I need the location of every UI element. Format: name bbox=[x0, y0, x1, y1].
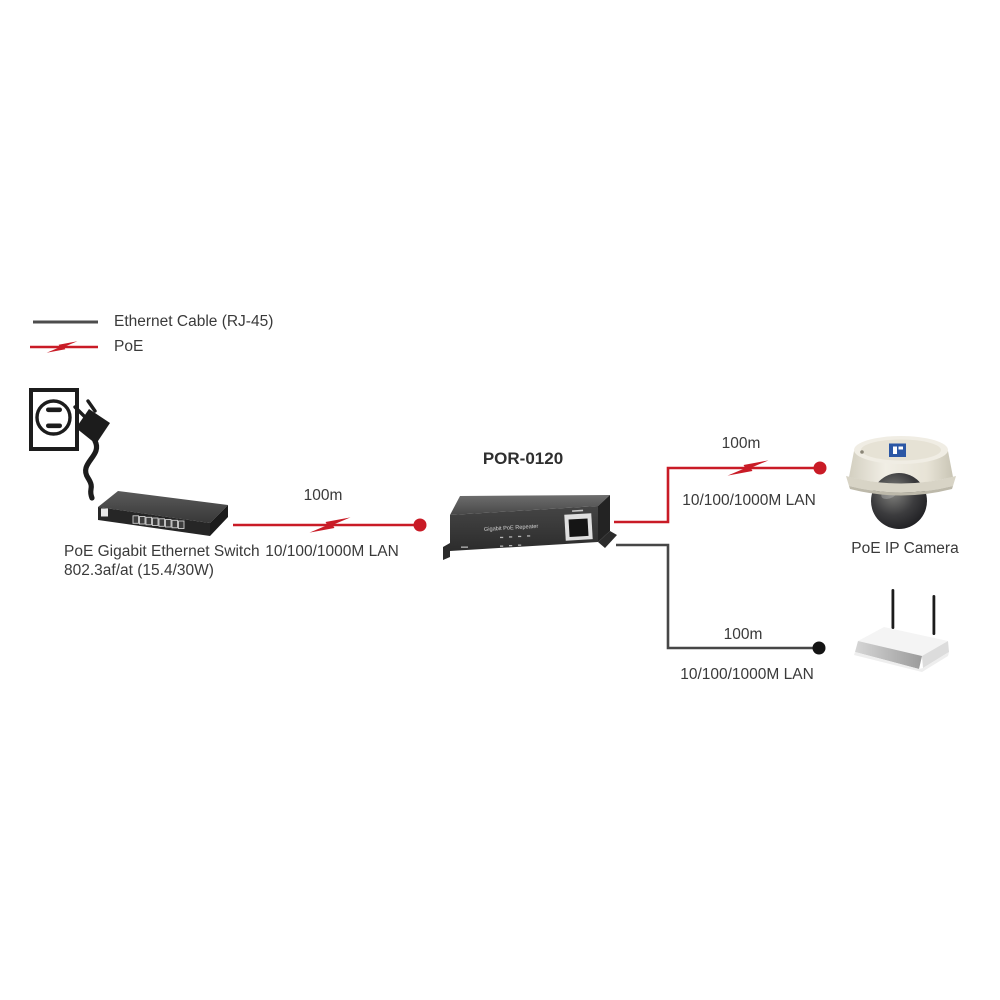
link1-type-label: 10/100/1000M LAN bbox=[265, 543, 399, 560]
antenna bbox=[932, 595, 936, 635]
link3-distance-label: 100m bbox=[723, 626, 763, 643]
dome-camera-icon bbox=[846, 436, 956, 529]
link-switch-to-repeater bbox=[233, 510, 427, 540]
switch-label-line2: 802.3af/at (15.4/30W) bbox=[64, 562, 214, 579]
power-plug-icon bbox=[73, 399, 110, 501]
red-endpoint-dot bbox=[413, 518, 427, 532]
camera-dome-lens bbox=[871, 473, 927, 529]
switch-label-line1: PoE Gigabit Ethernet Switch bbox=[64, 543, 260, 560]
power-cord bbox=[83, 438, 100, 501]
red-endpoint-dot bbox=[813, 461, 827, 475]
repeater-led-labels bbox=[461, 535, 531, 548]
legend-poe-label: PoE bbox=[114, 338, 144, 355]
repeater-rj45-port bbox=[564, 509, 593, 541]
link-repeater-to-ap bbox=[616, 543, 826, 655]
legend-poe-line-sample bbox=[30, 335, 98, 359]
repeater-title: POR-0120 bbox=[482, 449, 564, 468]
camera-screw bbox=[860, 450, 864, 454]
link1-distance-label: 100m bbox=[303, 487, 343, 504]
repeater-front-text: Gigabit PoE Repeater bbox=[484, 524, 539, 533]
brand-logo bbox=[889, 443, 906, 457]
power-outlet-icon bbox=[29, 388, 79, 451]
camera-label: PoE IP Camera bbox=[851, 540, 959, 557]
link-repeater-to-camera bbox=[614, 453, 827, 524]
poe-switch-icon bbox=[98, 491, 228, 536]
access-point-icon bbox=[854, 589, 949, 672]
link2-type-label: 10/100/1000M LAN bbox=[682, 492, 816, 509]
link3-type-label: 10/100/1000M LAN bbox=[680, 666, 814, 683]
switch-ports bbox=[132, 515, 185, 529]
legend-ethernet-label: Ethernet Cable (RJ-45) bbox=[114, 313, 274, 330]
link2-distance-label: 100m bbox=[721, 435, 761, 452]
poe-repeater-icon: Gigabit PoE Repeater bbox=[443, 495, 617, 560]
black-endpoint-dot bbox=[812, 641, 826, 655]
brand-logo bbox=[101, 508, 108, 517]
antenna bbox=[891, 589, 895, 629]
